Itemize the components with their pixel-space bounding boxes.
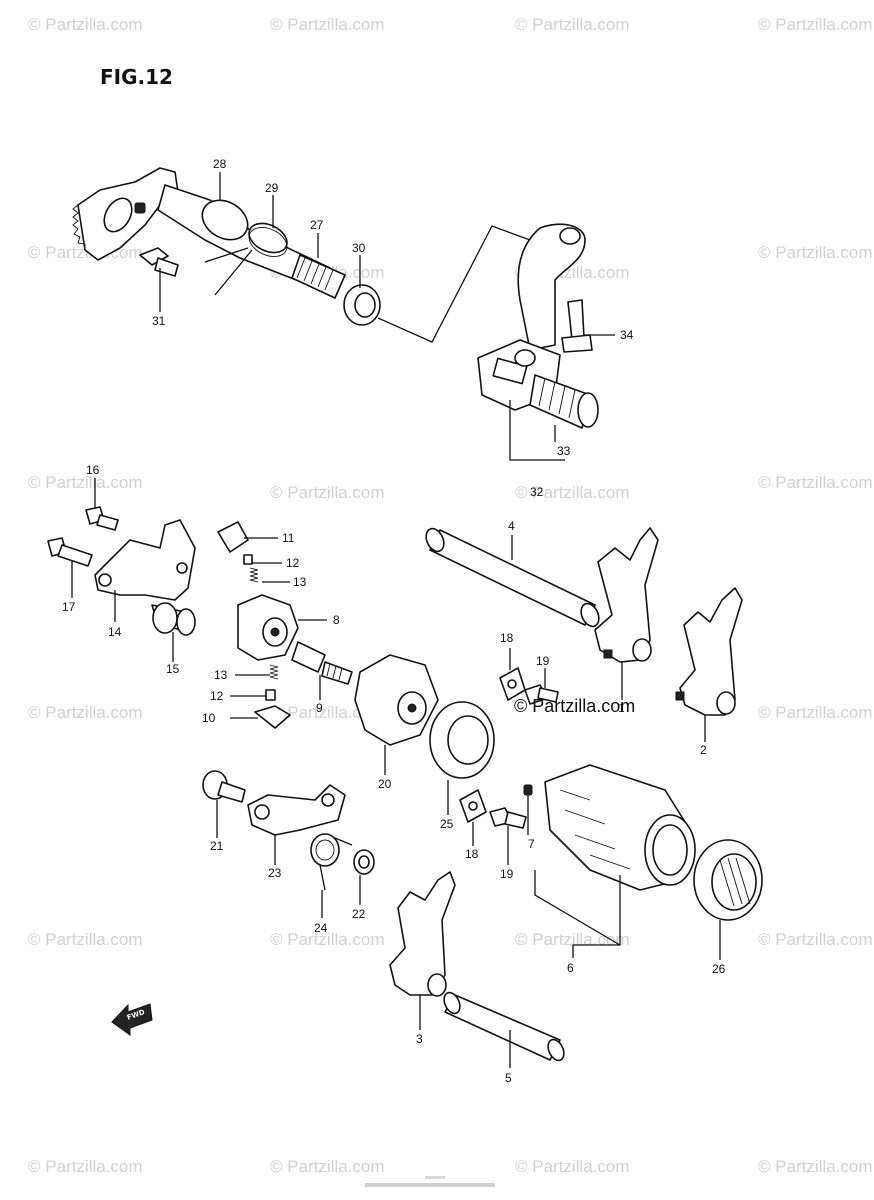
watermark: © Partzilla.com (270, 483, 385, 502)
callout-11: 11 (282, 531, 295, 545)
callout-18: 18 (500, 631, 514, 645)
callout-13: 13 (293, 575, 307, 589)
callout-21: 21 (210, 839, 224, 853)
callout-9: 9 (316, 701, 323, 715)
callout-20: 20 (378, 777, 392, 791)
callout-7: 7 (528, 837, 535, 851)
watermark: © Partzilla.com (515, 15, 630, 34)
watermark: © Partzilla.com (758, 930, 873, 949)
watermark: © Partzilla.com (28, 1157, 143, 1176)
callout-12: 12 (210, 689, 224, 703)
shift-drum-assembly (429, 667, 763, 921)
watermark: © Partzilla.com (758, 703, 873, 722)
watermark: © Partzilla.com (28, 473, 143, 492)
watermark: © Partzilla.com (515, 930, 630, 949)
watermark: © Partzilla.com (758, 243, 873, 262)
callout-10: 10 (202, 711, 216, 725)
callout-22: 22 (352, 907, 366, 921)
gearshift-shaft-assembly (72, 167, 381, 326)
callout-30: 30 (352, 241, 366, 255)
gearshift-arm-assembly (202, 770, 375, 891)
watermark: © Partzilla.com (758, 1157, 873, 1176)
copyright-watermark: © Partzilla.com (514, 696, 635, 716)
figure-title: FIG.12 (100, 65, 173, 89)
callout-6: 6 (567, 961, 574, 975)
callout-23: 23 (268, 866, 282, 880)
callout-18: 18 (465, 847, 479, 861)
gearshift-lever-assembly (377, 223, 599, 429)
fwd-arrow-icon: FWD (111, 1003, 153, 1036)
watermark: © Partzilla.com (28, 15, 143, 34)
watermark: © Partzilla.com (758, 15, 873, 34)
callout-19: 19 (536, 654, 550, 668)
callout-29: 29 (265, 181, 279, 195)
callout-33: 33 (557, 444, 571, 458)
callout-13: 13 (214, 668, 228, 682)
watermark: © Partzilla.com (270, 703, 385, 722)
callout-25: 25 (440, 817, 454, 831)
callout-26: 26 (712, 962, 726, 976)
callout-1: 1 (618, 701, 625, 715)
shift-forks (389, 527, 743, 1062)
callout-32: 32 (530, 485, 544, 499)
watermark: © Partzilla.com (270, 1157, 385, 1176)
callout-28: 28 (213, 157, 227, 171)
watermark: © Partzilla.com (28, 930, 143, 949)
callout-14: 14 (108, 625, 122, 639)
leader-lines (71, 172, 721, 1068)
callout-17: 17 (62, 600, 76, 614)
callout-4: 4 (508, 519, 515, 533)
watermark: © Partzilla.com (515, 483, 630, 502)
callout-labels: 28 29 27 30 31 34 33 32 16 17 14 15 11 1… (62, 157, 726, 1085)
callout-8: 8 (333, 613, 340, 627)
watermark: © Partzilla.com (28, 703, 143, 722)
callout-5: 5 (505, 1071, 512, 1085)
callout-12: 12 (286, 556, 300, 570)
watermark: © Partzilla.com (270, 930, 385, 949)
callout-31: 31 (152, 314, 166, 328)
callout-16: 16 (86, 463, 100, 477)
watermark: © Partzilla.com (515, 1157, 630, 1176)
watermark: © Partzilla.com (270, 15, 385, 34)
footer-mark (365, 1176, 495, 1187)
callout-27: 27 (310, 218, 324, 232)
cam-stopper-assembly (47, 506, 439, 746)
callout-2: 2 (700, 743, 707, 757)
callout-15: 15 (166, 662, 180, 676)
watermark: © Partzilla.com (758, 473, 873, 492)
callout-19: 19 (500, 867, 514, 881)
callout-3: 3 (416, 1032, 423, 1046)
callout-34: 34 (620, 328, 634, 342)
callout-24: 24 (314, 921, 328, 935)
